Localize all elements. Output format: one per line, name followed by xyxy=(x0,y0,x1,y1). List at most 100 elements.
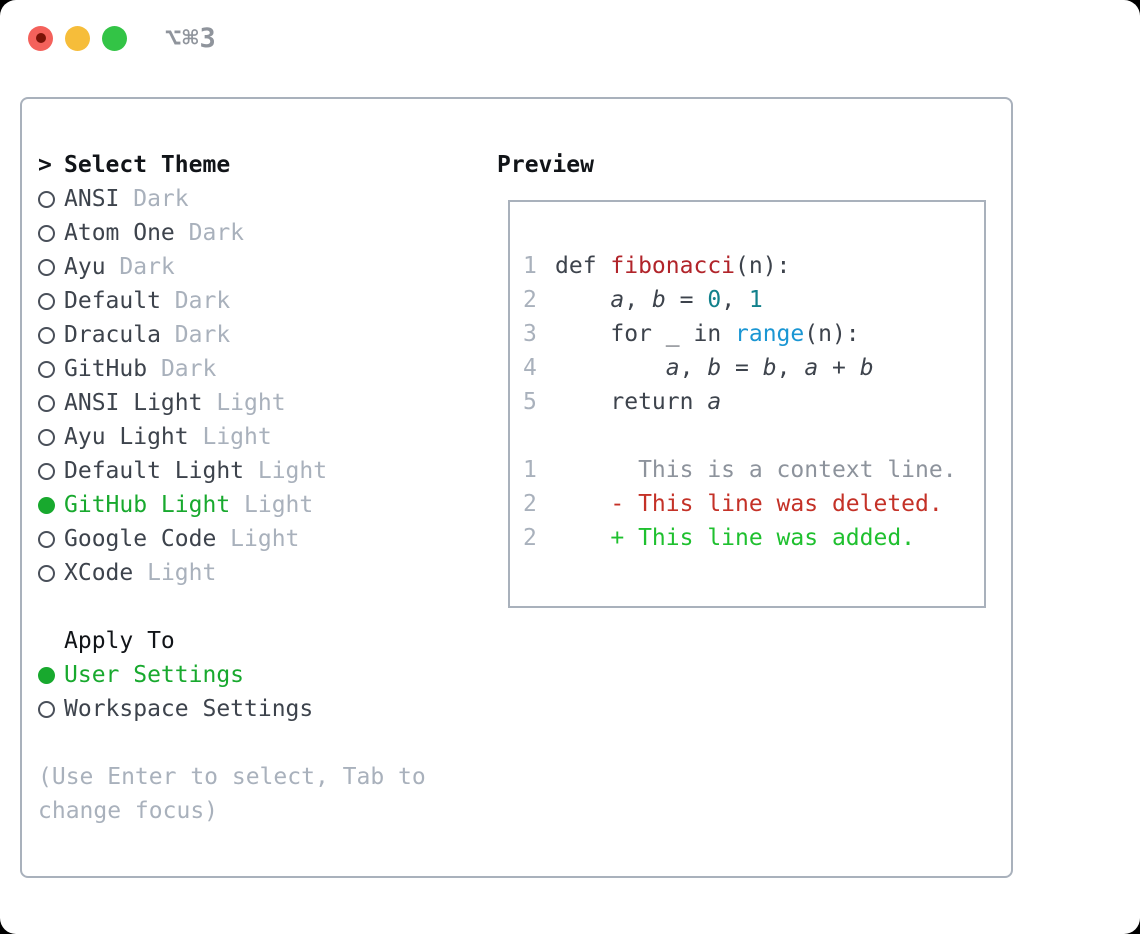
theme-option[interactable]: Default Light Light xyxy=(38,454,468,488)
code-token-num: 1 xyxy=(748,287,763,313)
apply-to-header-row: Apply To xyxy=(38,624,468,658)
zoom-icon[interactable] xyxy=(102,25,127,51)
radio-unselected-icon xyxy=(38,360,55,378)
option-variant-tag: Dark xyxy=(133,186,189,212)
theme-option[interactable]: Ayu Light Light xyxy=(38,420,468,454)
code-token-plain xyxy=(555,287,610,313)
apply-option[interactable]: Workspace Settings xyxy=(38,692,468,726)
theme-option[interactable]: Dracula Dark xyxy=(38,318,468,352)
code-token-ctx: This is a context line. xyxy=(555,457,957,483)
code-token-var: b xyxy=(707,355,722,381)
code-token-plain: return xyxy=(555,389,708,415)
apply-option-selected[interactable]: User Settings xyxy=(38,658,468,692)
code-token-plain: (n): xyxy=(735,253,791,279)
option-variant-tag: Light xyxy=(147,560,217,586)
radio-unselected-icon xyxy=(38,258,55,276)
option-label: Google Code xyxy=(64,526,217,552)
option-label: ANSI xyxy=(64,186,120,212)
theme-option[interactable]: Google Code Light xyxy=(38,522,468,556)
code-token-add: + This line was added. xyxy=(555,525,916,551)
option-label: User Settings xyxy=(64,662,245,688)
option-label: ANSI Light xyxy=(64,390,203,416)
code-line: 5 return a xyxy=(523,385,984,419)
code-token-var: b xyxy=(651,287,666,313)
code-line xyxy=(523,419,984,453)
option-label: Workspace Settings xyxy=(64,696,314,722)
radio-unselected-icon xyxy=(38,224,55,242)
radio-unselected-icon xyxy=(38,428,55,446)
option-variant-tag: Dark xyxy=(188,220,245,246)
radio-unselected-icon xyxy=(38,564,55,582)
apply-to-title: Apply To xyxy=(64,628,175,654)
option-label: GitHub Light xyxy=(64,492,231,518)
code-line: 3 for _ in range(n): xyxy=(523,317,984,351)
theme-list-title: Select Theme xyxy=(64,152,231,178)
option-label: Dracula xyxy=(64,322,161,348)
radio-selected-icon xyxy=(38,496,55,514)
preview-title: Preview xyxy=(497,152,594,178)
option-variant-tag: Light xyxy=(216,390,286,416)
window-title: ⌥⌘3 xyxy=(165,22,217,54)
line-number: 2 xyxy=(523,287,537,313)
option-label: Default xyxy=(64,288,161,314)
line-number: 2 xyxy=(523,525,537,551)
theme-list-header-row: > Select Theme xyxy=(38,148,468,182)
line-number: 1 xyxy=(523,457,537,483)
theme-option[interactable]: ANSI Dark xyxy=(38,182,468,216)
code-token-plain: , xyxy=(624,287,652,313)
close-icon[interactable] xyxy=(28,25,53,51)
option-variant-tag: Light xyxy=(257,458,328,484)
option-variant-tag: Dark xyxy=(174,322,231,348)
theme-option[interactable]: ANSI Light Light xyxy=(38,386,468,420)
radio-unselected-icon xyxy=(38,530,55,548)
option-label: Ayu xyxy=(64,254,106,280)
code-token-plain: , xyxy=(721,287,749,313)
minimize-icon[interactable] xyxy=(65,25,90,51)
code-token-plain: (n): xyxy=(804,321,860,347)
code-token-num: 0 xyxy=(707,287,722,313)
line-number: 1 xyxy=(523,253,537,279)
radio-unselected-icon xyxy=(38,326,55,344)
code-token-var: a xyxy=(707,389,722,415)
radio-selected-icon xyxy=(38,666,55,684)
code-token-plain: def xyxy=(555,253,611,279)
option-variant-tag: Dark xyxy=(174,288,231,314)
option-label: Ayu Light xyxy=(64,424,189,450)
code-token-var: a xyxy=(804,355,819,381)
line-number: 2 xyxy=(523,491,537,517)
radio-unselected-icon xyxy=(38,394,55,412)
option-label: Atom One xyxy=(64,220,175,246)
code-token-plain: + xyxy=(818,355,860,381)
line-number: 4 xyxy=(523,355,537,381)
code-line: 2 a, b = 0, 1 xyxy=(523,283,984,317)
option-label: Default Light xyxy=(64,458,245,484)
code-token-var: b xyxy=(762,355,777,381)
option-variant-tag: Light xyxy=(230,526,300,552)
code-token-plain: for _ in xyxy=(555,321,736,347)
option-variant-tag: Light xyxy=(202,424,272,450)
code-token-plain: = xyxy=(721,355,763,381)
radio-unselected-icon xyxy=(38,462,55,480)
code-token-del: - This line was deleted. xyxy=(555,491,943,517)
code-token-var: a xyxy=(665,355,680,381)
code-token-var: b xyxy=(859,355,874,381)
keyboard-hint: (Use Enter to select, Tab to change focu… xyxy=(38,764,426,824)
theme-option[interactable]: Atom One Dark xyxy=(38,216,468,250)
line-number: 5 xyxy=(523,389,537,415)
option-label: XCode xyxy=(64,560,134,586)
right-column: Preview xyxy=(497,148,594,182)
title-bar: ⌥⌘3 xyxy=(28,22,217,54)
code-token-plain: = xyxy=(665,287,708,313)
theme-option[interactable]: XCode Light xyxy=(38,556,468,590)
prompt-icon: > xyxy=(38,152,52,178)
theme-option[interactable]: Default Dark xyxy=(38,284,468,318)
code-token-func: fibonacci xyxy=(610,253,736,279)
